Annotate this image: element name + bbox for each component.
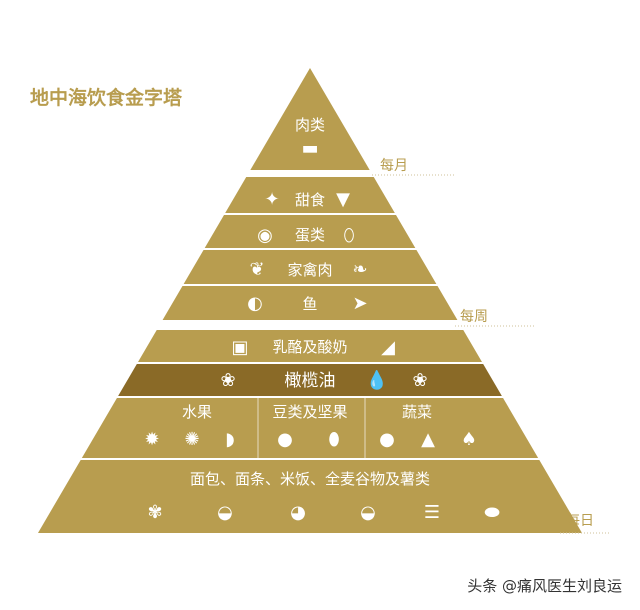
chicken-icon: ❦ (249, 259, 264, 280)
band-meat (250, 68, 370, 170)
band-fish (162, 286, 458, 320)
level-fruit: 水果 (182, 403, 212, 421)
steak-icon: ▬ (301, 138, 318, 159)
frequency-daily: 每日 (566, 513, 594, 529)
fish-icon: ➤ (352, 293, 367, 314)
cabbage-icon: ● (379, 429, 395, 450)
level-grains: 面包、面条、米饭、全麦谷物及薯类 (190, 470, 430, 488)
band-poultry (183, 250, 437, 284)
mushroom-icon: ♠ (461, 429, 477, 450)
diagram-title: 地中海饮食金字塔 (30, 86, 183, 109)
band-dairy (138, 330, 482, 362)
band-sweets (225, 177, 395, 213)
pineapple-icon: ✹ (144, 429, 159, 450)
level-beans-nuts: 豆类及坚果 (272, 403, 347, 421)
oil-drop-icon: 💧 (366, 369, 388, 391)
melon-slice-icon: ◗ (225, 429, 234, 450)
bread-icon: ⬬ (484, 502, 500, 523)
noodle-bowl-icon: ◒ (217, 502, 233, 523)
orange-icon: ✺ (184, 429, 199, 450)
level-poultry: 家禽肉 (287, 261, 332, 279)
cheese-block-icon: ▣ (231, 337, 248, 358)
band-grains (37, 460, 583, 533)
ice-cream-icon: ▼ (336, 189, 350, 210)
olive-branch-icon: ❀ (220, 370, 235, 391)
egg-icon: ⬯ (343, 225, 354, 246)
burger-icon: ☰ (424, 502, 440, 523)
rice-bowl-icon: ◒ (360, 502, 376, 523)
frequency-weekly: 每周 (460, 309, 488, 325)
fish-icon: ◐ (247, 293, 263, 314)
level-eggs: 蛋类 (295, 226, 325, 244)
watermark: 头条 @痛风医生刘良运 (467, 577, 622, 595)
roast-chicken-icon: ❧ (352, 259, 367, 280)
olive-branch-icon: ❀ (412, 370, 427, 391)
candy-icon: ✦ (264, 189, 279, 210)
wheat-icon: ✾ (147, 502, 162, 523)
nut-icon: ⬮ (328, 429, 339, 450)
cheese-wedge-icon: ◢ (381, 337, 395, 358)
level-fish: 鱼 (302, 295, 317, 313)
level-meat: 肉类 (295, 116, 325, 134)
level-vegetables: 蔬菜 (402, 403, 432, 421)
pizza-icon: ◕ (290, 502, 306, 523)
level-dairy: 乳酪及酸奶 (272, 338, 347, 356)
level-sweets: 甜食 (295, 191, 325, 209)
frequency-monthly: 每月 (380, 158, 408, 174)
band-olive-oil (118, 364, 502, 396)
corn-icon: ▲ (421, 429, 435, 450)
fried-egg-icon: ◉ (257, 225, 273, 246)
level-olive-oil: 橄榄油 (285, 371, 336, 391)
band-eggs (204, 215, 416, 248)
band-fruit-beans-vegetables (81, 398, 539, 458)
bean-icon: ● (277, 429, 293, 450)
